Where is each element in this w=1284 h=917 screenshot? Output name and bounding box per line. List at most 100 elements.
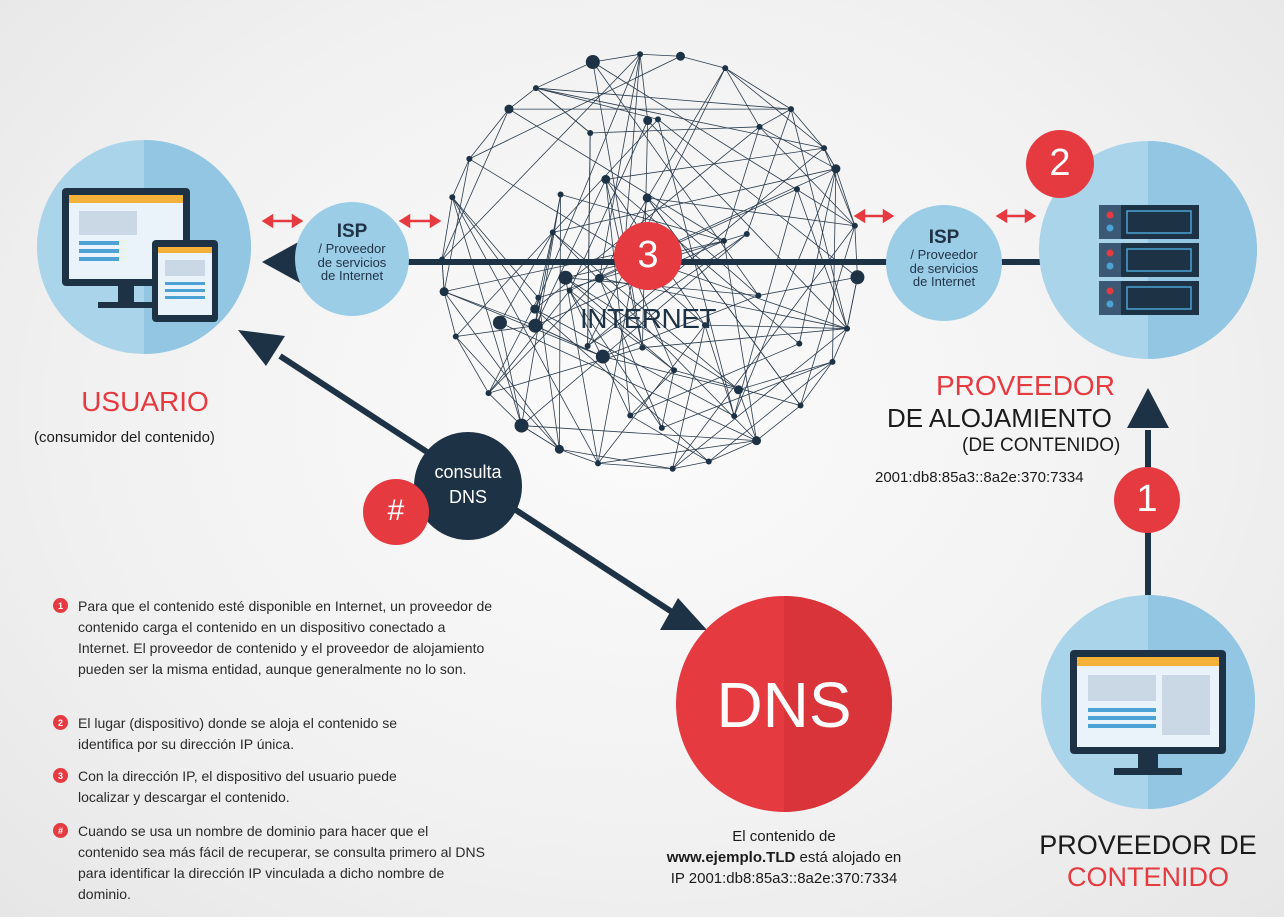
globe-edge bbox=[733, 189, 798, 417]
globe-edge bbox=[724, 67, 825, 149]
content-provider-title: PROVEEDOR DE bbox=[1039, 830, 1257, 860]
globe-node bbox=[492, 315, 507, 330]
legend-marker: 1 bbox=[53, 598, 68, 613]
globe-node bbox=[851, 222, 858, 229]
globe-edge bbox=[623, 54, 641, 253]
badge-hash-label: # bbox=[387, 494, 405, 527]
globe-edge bbox=[832, 168, 837, 362]
globe-edge bbox=[756, 405, 801, 441]
globe-edge bbox=[800, 225, 856, 406]
globe-edge bbox=[630, 415, 709, 462]
isp-right-line2: / Proveedor bbox=[910, 246, 978, 262]
globe-edge bbox=[738, 361, 833, 391]
bidirectional-arrow-icon bbox=[995, 208, 1037, 224]
globe-edge bbox=[592, 53, 641, 63]
isp-right-line3: de servicios bbox=[909, 260, 979, 276]
legend-item-1: 1 Para que el contenido esté disponible … bbox=[53, 596, 498, 680]
globe-edge bbox=[452, 197, 539, 298]
bidirectional-arrow-icon bbox=[398, 213, 442, 229]
globe-node bbox=[439, 287, 449, 297]
globe-edge bbox=[661, 361, 833, 429]
globe-node bbox=[595, 349, 610, 364]
globe-edge bbox=[569, 168, 837, 291]
globe-edge bbox=[630, 343, 800, 416]
globe-edge bbox=[605, 179, 631, 416]
globe-node bbox=[720, 237, 727, 244]
globe-edge bbox=[590, 126, 760, 134]
globe-edge bbox=[521, 425, 560, 450]
globe-edge bbox=[796, 189, 848, 329]
badge-1-label: 1 bbox=[1136, 478, 1158, 520]
globe-edge bbox=[455, 336, 560, 450]
globe-edge bbox=[451, 197, 522, 426]
globe-edge bbox=[759, 108, 792, 128]
globe-edge bbox=[647, 120, 848, 329]
globe-node bbox=[796, 340, 803, 347]
globe-node bbox=[452, 333, 459, 340]
globe-edge bbox=[451, 197, 599, 464]
internet-globe bbox=[439, 51, 865, 472]
globe-edge bbox=[488, 290, 570, 394]
globe-edge bbox=[559, 448, 673, 470]
globe-edge bbox=[499, 322, 522, 426]
globe-node bbox=[705, 458, 712, 465]
globe-node bbox=[788, 106, 795, 113]
globe-edge bbox=[535, 87, 825, 149]
globe-node bbox=[449, 194, 456, 201]
badge-3-label: 3 bbox=[637, 234, 659, 276]
globe-edge bbox=[708, 361, 833, 462]
globe-node bbox=[743, 230, 750, 237]
arrow-to-user-from-dns bbox=[238, 330, 285, 366]
badge-hash bbox=[363, 479, 429, 545]
legend-marker: 2 bbox=[53, 715, 68, 730]
globe-edge bbox=[488, 278, 600, 394]
dns-query-line1: consulta bbox=[434, 462, 502, 482]
tablet-icon bbox=[152, 240, 218, 322]
globe-edge bbox=[597, 440, 757, 464]
globe-edge bbox=[846, 277, 858, 329]
globe-edge bbox=[552, 168, 836, 233]
globe-edge bbox=[521, 425, 757, 442]
isp-left-title: ISP bbox=[336, 221, 368, 242]
globe-edge bbox=[443, 291, 457, 337]
dns-query-line2: DNS bbox=[448, 487, 487, 507]
globe-edge bbox=[565, 277, 739, 391]
globe-node bbox=[850, 270, 865, 285]
bidirectional-arrow-icon bbox=[853, 208, 895, 224]
isp-right-label: ISP / Proveedor de servicios de Internet bbox=[892, 228, 996, 289]
globe-edge bbox=[441, 108, 510, 260]
globe-edge bbox=[443, 291, 603, 357]
globe-edge bbox=[723, 126, 760, 241]
globe-edge bbox=[597, 462, 673, 470]
isp-left-line4: de Internet bbox=[320, 268, 384, 284]
globe-edge bbox=[499, 322, 757, 442]
globe-edge bbox=[790, 109, 848, 329]
globe-node bbox=[504, 104, 514, 114]
globe-node bbox=[566, 287, 573, 294]
globe-edge bbox=[759, 126, 856, 227]
globe-node bbox=[532, 85, 539, 92]
globe-edge bbox=[535, 61, 593, 89]
legend-item-2: 2 El lugar (dispositivo) donde se aloja … bbox=[53, 713, 398, 755]
dns-caption-line3: IP 2001:db8:85a3::8a2e:370:7334 bbox=[670, 870, 898, 887]
globe-edge bbox=[733, 168, 837, 417]
legend-text: El lugar (dispositivo) donde se aloja el… bbox=[78, 715, 398, 752]
globe-edge bbox=[592, 61, 643, 348]
globe-node bbox=[595, 460, 602, 467]
globe-edge bbox=[499, 232, 554, 323]
globe-node bbox=[587, 129, 594, 136]
desktop-monitor-icon bbox=[1070, 650, 1226, 775]
dns-query-node bbox=[414, 432, 522, 540]
globe-node bbox=[585, 55, 600, 70]
globe-edge bbox=[592, 61, 856, 227]
globe-node bbox=[793, 186, 800, 193]
globe-edge bbox=[680, 55, 726, 69]
globe-edge bbox=[552, 232, 739, 391]
host-ip: 2001:db8:85a3::8a2e:370:7334 bbox=[875, 469, 1084, 486]
globe-edge bbox=[565, 277, 599, 464]
globe-edge bbox=[832, 328, 848, 362]
globe-node bbox=[797, 402, 804, 409]
dns-label: DNS bbox=[716, 669, 852, 741]
globe-edge bbox=[758, 276, 858, 296]
